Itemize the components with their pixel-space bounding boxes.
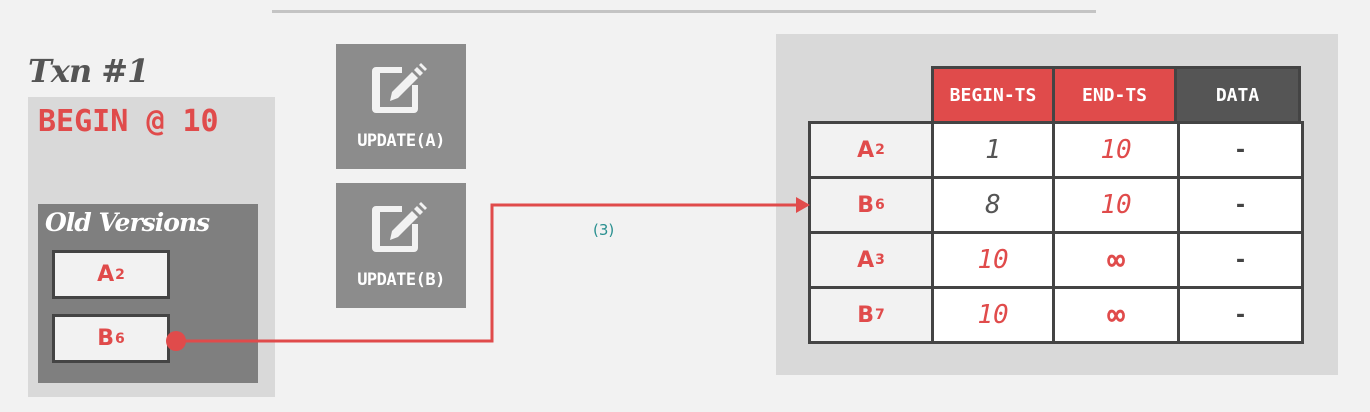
data-cell: - bbox=[1180, 179, 1304, 234]
old-versions-title: Old Versions bbox=[45, 208, 210, 237]
begin-label: BEGIN @ 10 bbox=[38, 104, 219, 139]
edit-icon bbox=[372, 63, 427, 113]
begin-ts-cell: 10 bbox=[934, 289, 1055, 344]
begin-ts-cell: 8 bbox=[934, 179, 1055, 234]
edit-icon bbox=[372, 202, 427, 252]
version-name: A bbox=[97, 262, 115, 287]
top-divider bbox=[272, 10, 1096, 13]
pointer-origin-dot bbox=[166, 331, 186, 351]
update-b-button[interactable]: UPDATE(B) bbox=[336, 183, 466, 308]
version-sub: 2 bbox=[115, 266, 125, 283]
data-cell: - bbox=[1180, 124, 1304, 179]
begin-ts-cell: 1 bbox=[934, 124, 1055, 179]
header-end-ts: END-TS bbox=[1055, 69, 1177, 121]
version-sub: 6 bbox=[115, 330, 125, 347]
end-ts-cell: 10 bbox=[1055, 124, 1180, 179]
version-name: B bbox=[97, 326, 115, 351]
end-ts-cell: 10 bbox=[1055, 179, 1180, 234]
update-a-label: UPDATE(A) bbox=[357, 131, 445, 151]
header-begin-ts: BEGIN-TS bbox=[934, 69, 1055, 121]
update-b-label: UPDATE(B) bbox=[357, 270, 445, 290]
end-ts-cell: ∞ bbox=[1055, 234, 1180, 289]
data-cell: - bbox=[1180, 289, 1304, 344]
header-data: DATA bbox=[1177, 69, 1298, 121]
begin-ts-cell: 10 bbox=[934, 234, 1055, 289]
data-cell: - bbox=[1180, 234, 1304, 289]
table-header: BEGIN-TS END-TS DATA bbox=[931, 66, 1301, 121]
update-a-button[interactable]: UPDATE(A) bbox=[336, 44, 466, 169]
step-label: (3) bbox=[593, 221, 615, 239]
txn-title: Txn #1 bbox=[28, 52, 149, 90]
end-ts-cell: ∞ bbox=[1055, 289, 1180, 344]
